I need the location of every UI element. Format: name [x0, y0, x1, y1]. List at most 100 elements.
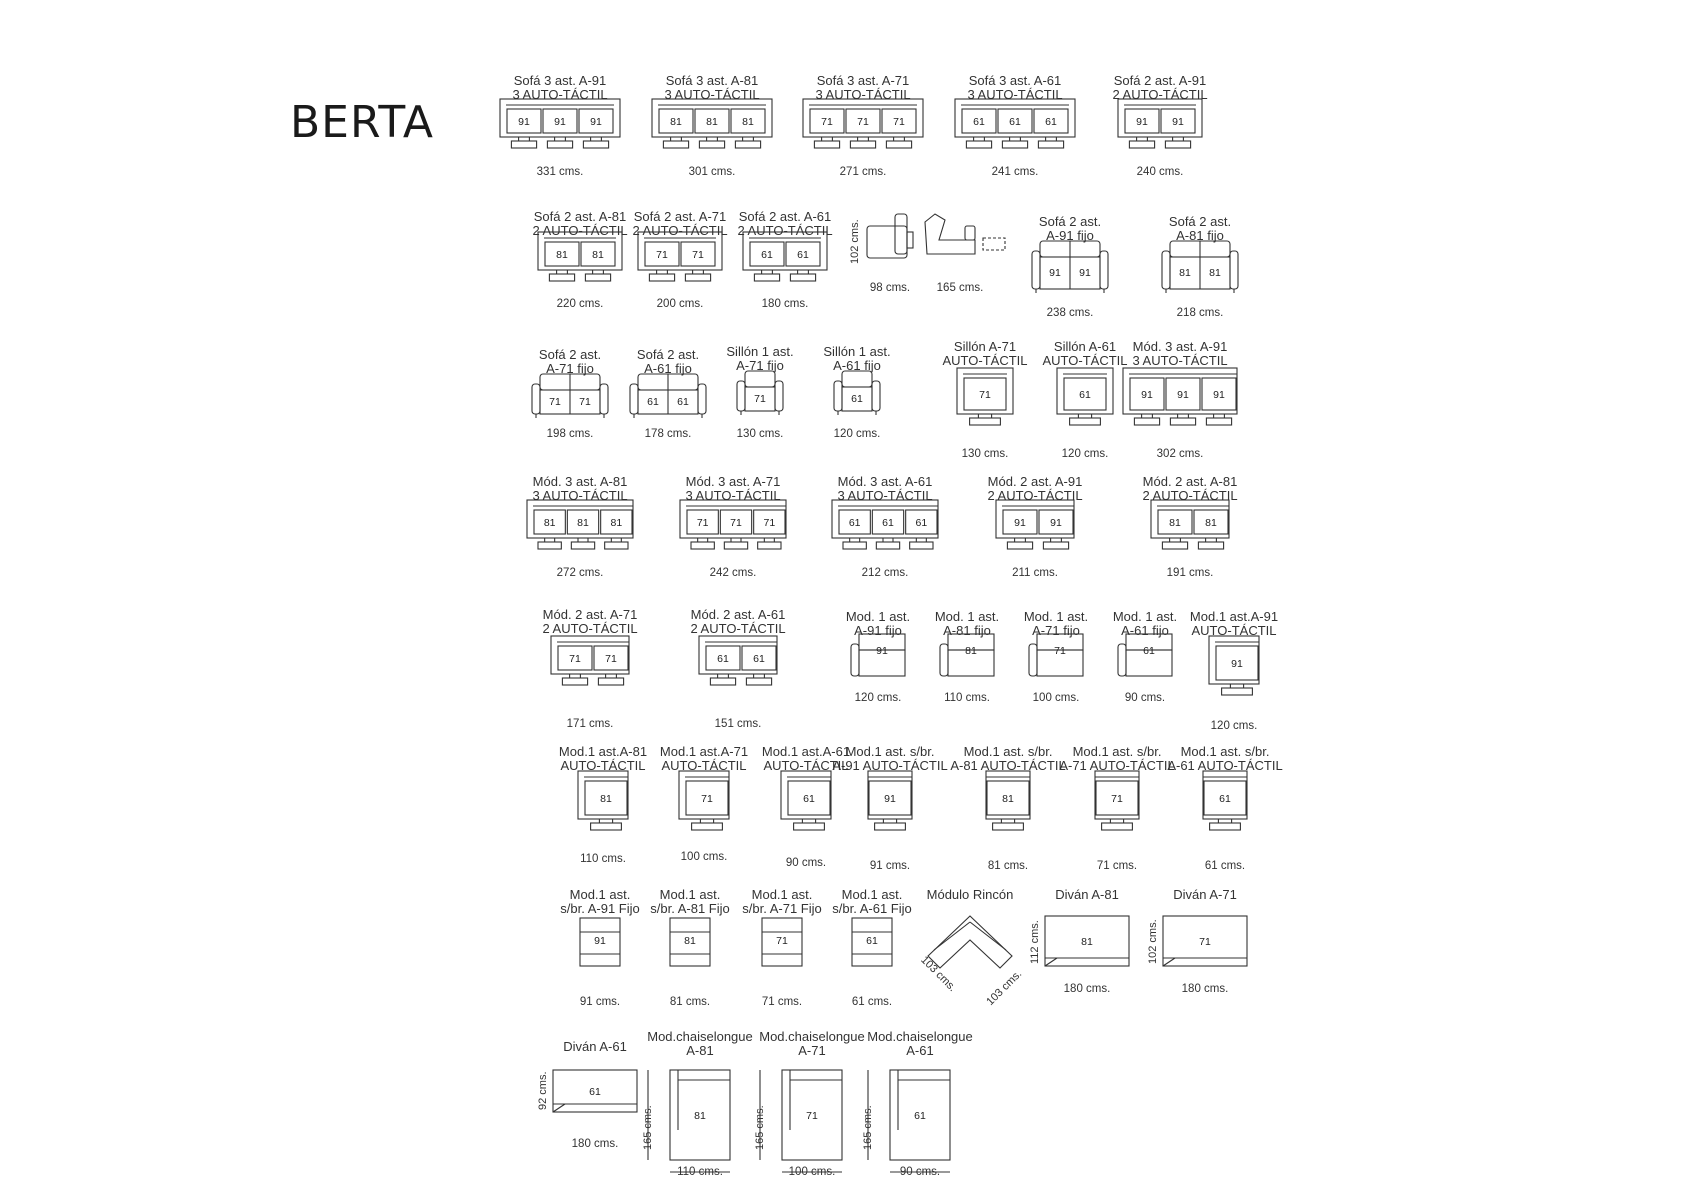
module-label-line-2: 2 AUTO-TÁCTIL: [632, 223, 728, 238]
module-label-line-1: Mod.1 ast. s/br.: [1180, 744, 1270, 759]
seat-width-label: 71: [569, 653, 581, 665]
seat-width-label: 71: [857, 116, 869, 128]
width-dimension: 242 cms.: [709, 567, 757, 579]
width-dimension: 61 cms.: [851, 996, 893, 1008]
width-dimension: 100 cms.: [1032, 692, 1080, 704]
seat-width-label: 81: [592, 249, 604, 261]
seat-width-label: 71: [605, 653, 617, 665]
width-dimension: 191 cms.: [1166, 567, 1214, 579]
module-label-line-2: AUTO-TÁCTIL: [661, 758, 747, 773]
module-item: 165 cms.: [915, 210, 1006, 298]
brand-title: BERTA: [290, 97, 434, 148]
module-item: 98 cms.102 cms.: [849, 210, 925, 298]
seat-width-label: 91: [1136, 116, 1148, 128]
width-dimension: 110 cms.: [580, 853, 626, 865]
seat-width-label: 71: [893, 116, 905, 128]
width-dimension: 130 cms.: [961, 448, 1009, 460]
module-label: Diván A-81: [1027, 888, 1147, 902]
seat-width-label: 81: [694, 1110, 706, 1122]
seat-width-label: 91: [594, 935, 606, 947]
seat-width-label: 71: [697, 517, 709, 529]
module-figure: [866, 213, 914, 259]
depth-dimension: 165 cms.: [754, 1105, 766, 1150]
module-figure: 71: [956, 367, 1014, 426]
width-dimension: 81 cms.: [669, 996, 711, 1008]
seat-width-label: 91: [518, 116, 530, 128]
module-label-line-2: 2 AUTO-TÁCTIL: [1112, 87, 1208, 102]
module-figure: 61: [867, 1069, 951, 1173]
width-dimension: 120 cms.: [1061, 448, 1109, 460]
module-label-line-2: AUTO-TÁCTIL: [1191, 623, 1277, 638]
width-dimension: 120 cms.: [854, 692, 902, 704]
width-dimension: 120 cms.: [1210, 720, 1258, 732]
seat-width-label: 81: [610, 517, 622, 529]
module-label: Mod.1 ast. s/br.A-61 AUTO-TÁCTIL: [1155, 745, 1295, 773]
module-figure: 71: [761, 917, 803, 967]
module-figure: 81: [669, 917, 711, 967]
width-dimension: 110 cms.: [944, 692, 990, 704]
seat-width-label: 91: [884, 793, 896, 805]
module-label: Sillón 1 ast.A-71 fijo: [720, 345, 800, 373]
width-dimension: 180 cms.: [761, 298, 809, 310]
seat-width-label: 81: [1209, 267, 1221, 279]
seat-width-label: 61: [761, 249, 773, 261]
seat-width-label: 71: [692, 249, 704, 261]
module-label-line-2: A-61 AUTO-TÁCTIL: [1167, 758, 1283, 773]
seat-width-label: 61: [851, 393, 863, 405]
seat-width-label: 91: [1177, 389, 1189, 401]
depth-dimension: 102 cms.: [1147, 919, 1159, 964]
width-dimension: 130 cms.: [736, 428, 784, 440]
module-label-line-1: Sofá 2 ast.: [538, 347, 602, 362]
module-figure: 91: [850, 633, 906, 677]
depth-dimension: 165 cms.: [642, 1105, 654, 1150]
seat-width-label: 81: [556, 249, 568, 261]
width-dimension: 71 cms.: [1096, 860, 1138, 872]
module-label-line-2: 3 AUTO-TÁCTIL: [664, 87, 760, 102]
module-label-line-1: Mód. 2 ast. A-71: [542, 607, 638, 622]
width-dimension: 212 cms.: [861, 567, 909, 579]
width-dimension: 120 cms.: [833, 428, 881, 440]
width-dimension: 180 cms.: [1181, 983, 1229, 995]
seat-width-label: 61: [882, 517, 894, 529]
module-label-line-1: Sillón A-71: [953, 339, 1017, 354]
width-dimension: 171 cms.: [566, 718, 614, 730]
seat-width-label: 71: [1054, 645, 1066, 657]
module-label-line-1: Mód. 3 ast. A-71: [685, 474, 781, 489]
module-figure: 91: [1208, 635, 1260, 696]
module-label-line-2: A-81: [686, 1043, 714, 1058]
width-dimension: 180 cms.: [571, 1138, 619, 1150]
seat-width-label: 91: [1213, 389, 1225, 401]
module-label-line-2: s/br. A-71 Fijo: [742, 901, 822, 916]
width-dimension: 100 cms.: [680, 851, 728, 863]
module-label-line-1: Sofá 2 ast. A-81: [533, 209, 627, 224]
seat-width-label: 61: [1009, 116, 1021, 128]
